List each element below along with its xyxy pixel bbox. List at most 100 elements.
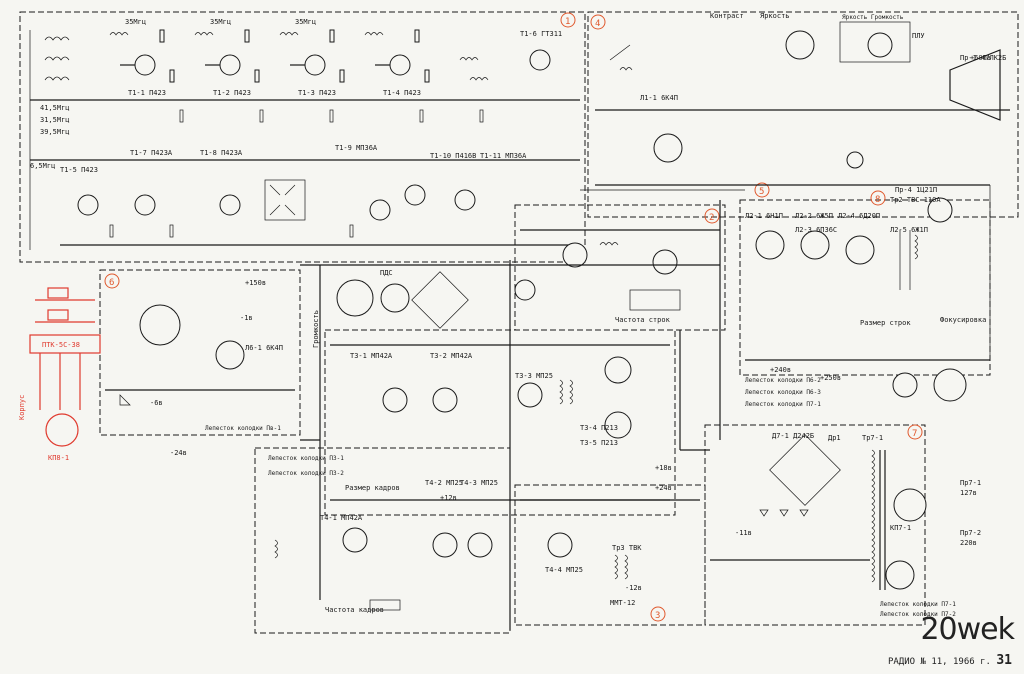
pr-4-label: Пр-4 1Ц21П: [895, 186, 937, 194]
freq-label-6: 35Мгц: [210, 18, 231, 26]
freq-label-2: 31,5Мгц: [40, 116, 70, 124]
l2-3-label: Л2-3 6П36С: [795, 226, 837, 234]
kp6-1-connector: [933, 368, 967, 402]
d7-1-label: Д7-1 Д242Б: [772, 432, 814, 440]
l2-5-label: Л2-5 6Ж1П: [890, 226, 928, 234]
t1-11-label: Т1-11 МП36А: [480, 152, 527, 160]
block-number-markers: 1 2 3 4 5 6 7 8: [104, 12, 923, 622]
tr2-label: Тр2 ТВС-110А: [890, 196, 941, 204]
block-number-2: 2: [709, 213, 714, 223]
focus-label: Фокусировка: [940, 316, 986, 324]
freq-label-7: 35Мгц: [295, 18, 316, 26]
lobe-p3-2: Лепесток колодки П3-2: [268, 470, 344, 477]
frame-frequency-label: Частота кадров: [325, 606, 384, 614]
t4-4-label: Т4-4 МП25: [545, 566, 583, 574]
brightness-label: Яркость: [760, 12, 790, 20]
crt-tube: [949, 49, 1001, 121]
block-number-8: 8: [875, 195, 880, 205]
block-2-frame: [514, 204, 726, 331]
voltage-18: +18в: [655, 464, 672, 472]
voltage-220: 220в: [960, 539, 977, 547]
voltage-240: +240в: [770, 366, 791, 374]
block-number-3: 3: [655, 611, 660, 621]
t1-6-label: Т1-6 ГТ311: [520, 30, 562, 38]
block-number-1: 1: [565, 17, 570, 27]
freq-label-4: 6,5Мгц: [30, 162, 55, 170]
t1-5-label: Т1-5 П423: [60, 166, 98, 174]
block-marker-2: [704, 208, 720, 224]
page-number: 31: [996, 653, 1012, 668]
block-5-vertical: Т4-4 МП25 Тр3 ТВК ММТ-12: [520, 499, 700, 607]
voltage-minus6: -6в: [150, 399, 163, 407]
lobe-p7-2: Лепесток колодки П7-2: [880, 611, 956, 618]
line-size-label: Размер строк: [860, 319, 911, 327]
kp7-1-label: КП7-1: [890, 524, 911, 532]
block-number-6: 6: [109, 278, 114, 288]
journal-name: РАДИО № 11, 1966 г.: [887, 657, 991, 667]
t3-2-label: Т3-2 МП42А: [430, 352, 473, 360]
pds-label: ПДС: [380, 269, 393, 277]
line-frequency-label: Частота строк: [615, 316, 671, 324]
if-stage-1-label: Т1-1 П423: [128, 89, 166, 97]
if-stage-2: Т1-2 П423 35Мгц: [194, 18, 260, 97]
lobe-p6-2: Лепесток колодки П6-3: [745, 389, 821, 396]
block-4-video: Л1-1 6К4П Яркость Контраст Яркость Громк…: [595, 12, 1010, 186]
page-footer: РАДИО № 11, 1966 г. 31: [888, 653, 1012, 668]
voltage-150: +150в: [245, 279, 266, 287]
t3-3-label: Т3-3 МП25: [515, 372, 553, 380]
watermark-text: 20wek: [920, 612, 1015, 647]
l6-1-label: Л6-1 6К4П: [245, 344, 283, 352]
voltage-600: +600в: [970, 54, 991, 62]
block-8-horizontal: Л2-1 6Н1П Л2-2 6Ж5П Л2-4 6Д20П Пр-4 1Ц21…: [745, 186, 990, 408]
freq-label-5: 35Мгц: [125, 18, 146, 26]
center-controls: ПДС Громкость: [312, 269, 536, 348]
kp8-1-label: КП8-1: [48, 454, 69, 462]
l2-2-label: Л2-2 6Ж5П: [795, 212, 833, 220]
tr3-label: Тр3 ТВК: [612, 544, 642, 552]
if-stage-2-label: Т1-2 П423: [213, 89, 251, 97]
voltage-minus11: -11в: [735, 529, 752, 537]
voltage-minus1: -1в: [240, 314, 253, 322]
voltage-127: 127в: [960, 489, 977, 497]
block-marker-6: [104, 273, 120, 289]
lobe-p6-3: Лепесток колодки П7-1: [745, 401, 821, 408]
block-marker-5: [754, 182, 770, 198]
t3-5-label: Т3-5 П213: [580, 439, 618, 447]
tuner-box: [29, 334, 101, 354]
t1-9-label: Т1-9 МП36А: [335, 144, 378, 152]
crt-label: Пр-1 47ЛК2Б: [960, 54, 1006, 62]
block-marker-4: [590, 14, 606, 30]
l2-1-label: Л2-1 6Н1П: [745, 212, 783, 220]
dr1-label: Др1: [828, 434, 841, 442]
block-5-frame: [514, 484, 706, 626]
block-3-frame: [324, 329, 676, 516]
kp6-connector: [139, 304, 181, 346]
t1-8-label: Т1-8 П423А: [200, 149, 243, 157]
kp7-1-connector: [893, 488, 927, 522]
block-marker-8: [870, 190, 886, 206]
red-tuner-block: ПТК-5С-38 КП8-1 Корпус: [18, 287, 101, 462]
mmt-12-label: ММТ-12: [610, 599, 635, 607]
block-7-frame: [704, 424, 926, 626]
if-stage-3-label: Т1-3 П423: [298, 89, 336, 97]
rectifier-bridge: [769, 434, 841, 506]
freq-label-1: 41,5Мгц: [40, 104, 70, 112]
block-marker-7: [907, 424, 923, 440]
l1-1-label: Л1-1 6К4П: [640, 94, 678, 102]
interconnect-wires: +600в +250в +240в +150в -12в -6в +12в +2…: [150, 54, 991, 630]
if-stage-4: Т1-4 П423: [364, 29, 430, 97]
t4-3-label: Т4-3 МП25: [460, 479, 498, 487]
pr7-2-label: Пр7-2: [960, 529, 981, 537]
block-6-frame: [99, 269, 301, 436]
tuner-label: ПТК-5С-38: [42, 341, 80, 349]
plu-label: ПЛУ: [912, 32, 925, 40]
contrast-label: Контраст: [710, 12, 744, 20]
brightness-volume-label: Яркость Громкость: [842, 14, 904, 21]
frame-size-label: Размер кадров: [345, 484, 400, 492]
t3-1-label: Т3-1 МП42А: [350, 352, 393, 360]
voltage-minus12: -12в: [625, 584, 642, 592]
block-frames: [19, 11, 1019, 634]
block-1-frame: [19, 11, 586, 263]
lobe-p7-1: Лепесток колодки П7-1: [880, 601, 956, 608]
block-number-7: 7: [912, 429, 917, 439]
